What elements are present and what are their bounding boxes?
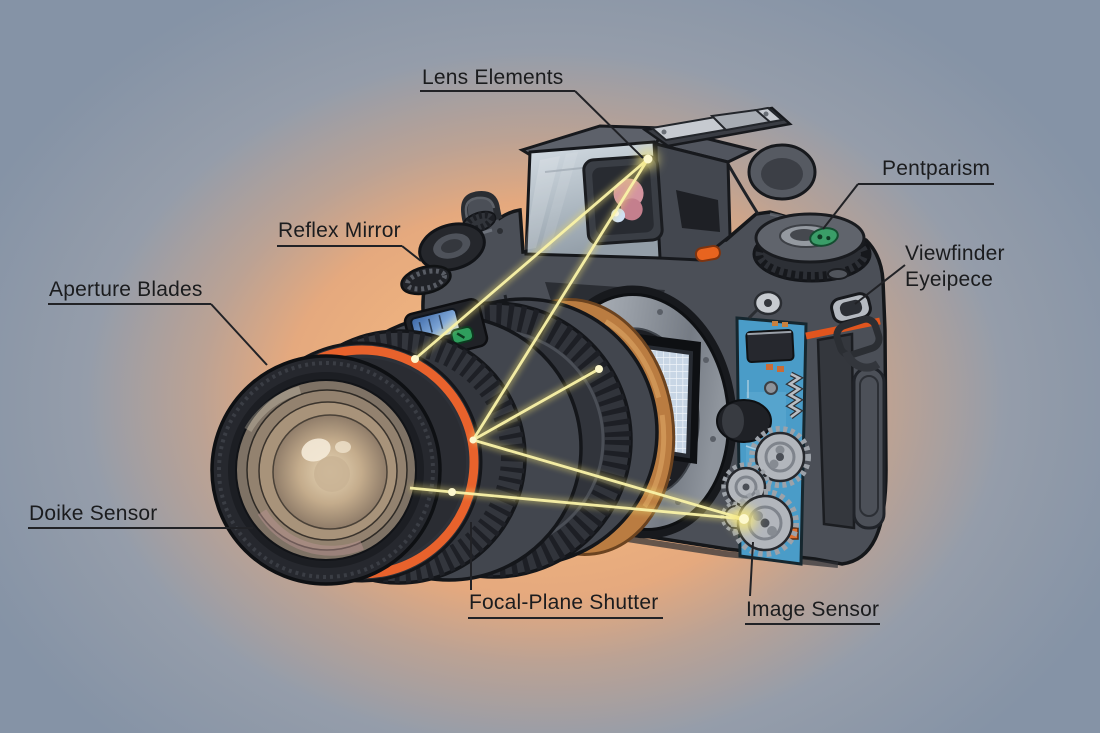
strap-loop bbox=[842, 350, 881, 372]
label-aperture-blades: Aperture Blades bbox=[49, 278, 203, 301]
strap-hook-highlight bbox=[464, 196, 496, 219]
saddle-seam bbox=[726, 163, 760, 215]
solder-pad bbox=[766, 364, 773, 370]
light-path-rays bbox=[409, 148, 757, 532]
label-lens-elements: Lens Elements bbox=[422, 66, 564, 89]
gear bbox=[749, 426, 811, 488]
mode-dial bbox=[752, 212, 872, 283]
specular-highlight bbox=[301, 438, 331, 462]
rear-panel-edge bbox=[816, 332, 856, 530]
leader-focal-plane-shutter bbox=[468, 522, 663, 619]
shoulder-controls bbox=[400, 191, 503, 296]
leader-viewfinder-eyepiece bbox=[854, 264, 906, 305]
label-lines bbox=[28, 90, 994, 625]
solder-pad bbox=[777, 366, 784, 372]
label-image-sensor: Image Sensor bbox=[746, 598, 880, 621]
light-ray bbox=[472, 367, 600, 442]
front-element-glass bbox=[235, 379, 417, 561]
label-doike-sensor: Doike Sensor bbox=[29, 502, 158, 525]
af-assist-lamp bbox=[694, 244, 721, 263]
shutter-button-center bbox=[440, 239, 463, 253]
light-ray bbox=[472, 438, 745, 521]
ic-chip bbox=[745, 329, 795, 363]
board-capacitor bbox=[764, 381, 778, 395]
specular-highlight-small bbox=[335, 441, 351, 453]
spring-coil bbox=[787, 372, 802, 419]
glass-pink-reflection bbox=[257, 509, 364, 556]
card-door-inner bbox=[859, 375, 879, 517]
filter-ring-ridges bbox=[217, 361, 435, 579]
leader-lens-elements bbox=[420, 90, 644, 159]
hot-shoe-rail bbox=[709, 108, 773, 132]
label-viewfinder-eyepiece: Viewfinder Eyeipece bbox=[905, 242, 1005, 291]
aperture-center-glow bbox=[314, 456, 350, 492]
ray-glow-points bbox=[411, 148, 757, 532]
front-control-wheel-ribs bbox=[404, 268, 448, 292]
top-plate-hump-inner bbox=[761, 158, 803, 190]
label-pentaprism: Pentparism bbox=[882, 157, 991, 180]
hot-shoe bbox=[641, 106, 793, 148]
leader-aperture-blades bbox=[48, 303, 268, 366]
camera-strap-ring bbox=[833, 315, 883, 359]
body-screw bbox=[497, 228, 503, 234]
glass-streak bbox=[524, 156, 560, 250]
label-focal-plane-shutter: Focal-Plane Shutter bbox=[469, 591, 659, 614]
lens-release-knob-face bbox=[722, 404, 744, 438]
mode-dial-ribs bbox=[753, 226, 871, 282]
silver-grommet-center bbox=[764, 299, 772, 307]
glass-streak bbox=[540, 152, 578, 250]
leader-image-sensor bbox=[745, 541, 880, 625]
zoom-ring-ribs bbox=[357, 303, 631, 577]
label-reflex-mirror: Reflex Mirror bbox=[278, 219, 401, 242]
card-door bbox=[852, 366, 886, 530]
solder-pad bbox=[772, 321, 778, 326]
leader-reflex-mirror bbox=[277, 245, 422, 262]
ic-chip-edge bbox=[747, 330, 792, 336]
grommet-pin bbox=[747, 308, 759, 320]
leader-pentaprism bbox=[822, 183, 994, 230]
light-ray bbox=[471, 158, 650, 441]
solder-pad bbox=[782, 322, 788, 327]
optic-element-pink bbox=[620, 198, 643, 221]
mode-dial-green-gem bbox=[809, 227, 839, 247]
light-ray bbox=[414, 157, 649, 361]
prism-right-inset bbox=[676, 190, 720, 232]
lens-barrel bbox=[210, 297, 659, 586]
glass-sheen bbox=[244, 386, 302, 433]
strap-hook bbox=[460, 191, 503, 222]
dial-lock-tab bbox=[827, 268, 849, 280]
